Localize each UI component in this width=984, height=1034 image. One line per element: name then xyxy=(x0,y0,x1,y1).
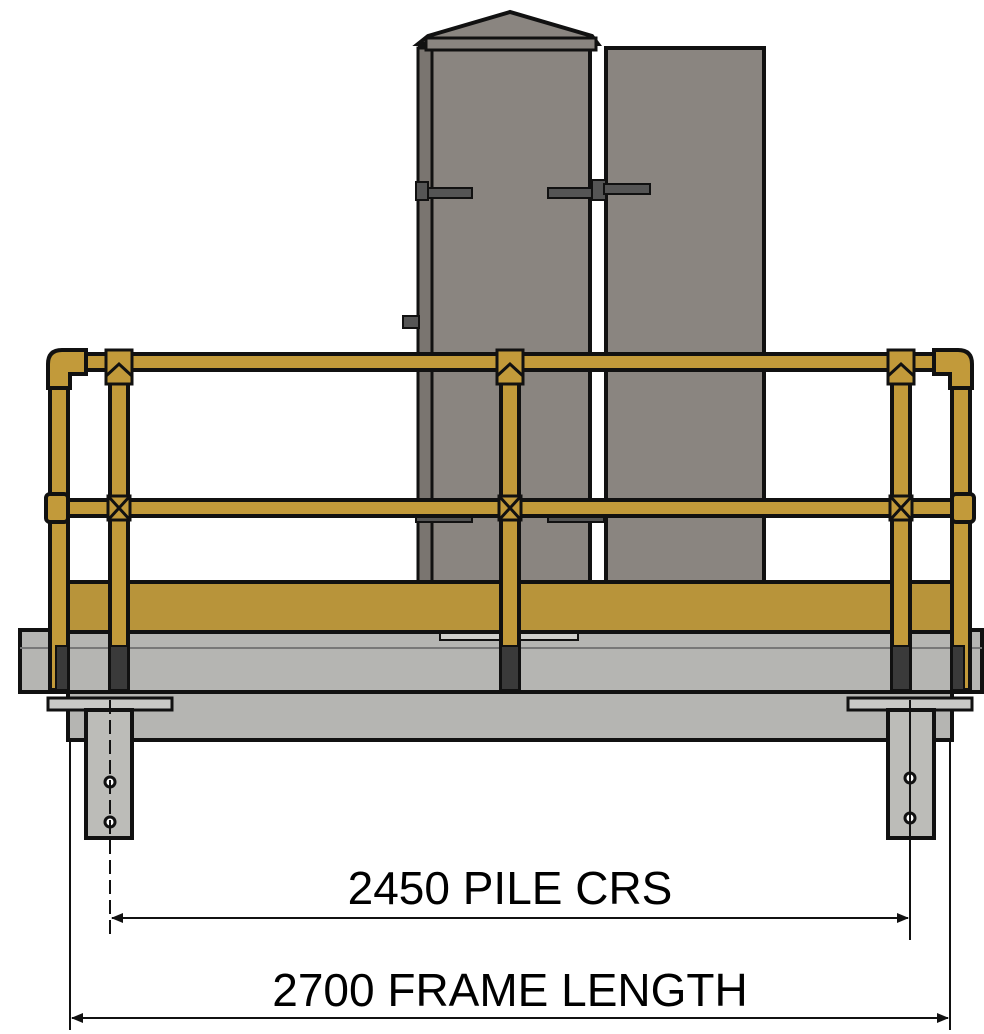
dimension-lines xyxy=(69,700,951,1030)
rail-top-fittings xyxy=(104,348,916,386)
frame-length-label: 2700 FRAME LENGTH xyxy=(272,964,747,1016)
handrail-posts xyxy=(48,368,972,692)
pile-centres-label: 2450 PILE CRS xyxy=(348,862,673,914)
post-footings xyxy=(55,645,965,691)
rail-cross-fittings xyxy=(106,494,914,522)
rail-corner-fittings xyxy=(44,348,976,524)
